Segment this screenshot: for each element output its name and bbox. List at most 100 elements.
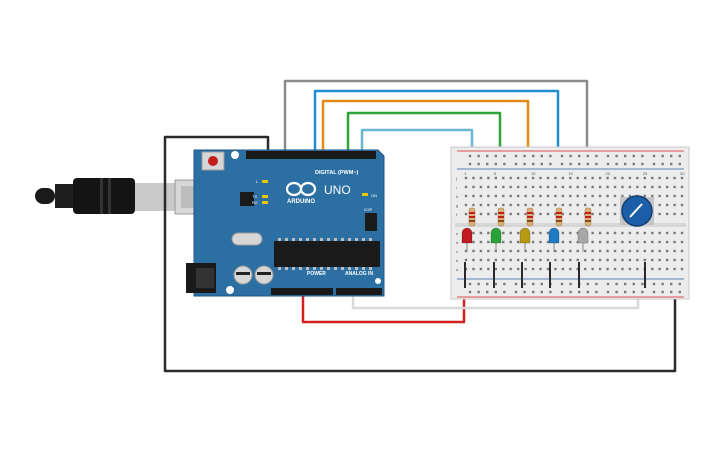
breadboard-hole[interactable] (502, 267, 505, 271)
breadboard-hole[interactable] (509, 176, 512, 180)
breadboard-hole[interactable] (532, 162, 535, 166)
breadboard-hole[interactable] (665, 185, 669, 189)
breadboard-hole[interactable] (651, 258, 654, 262)
breadboard-hole[interactable] (673, 240, 676, 244)
breadboard-hole[interactable] (628, 249, 632, 253)
breadboard-hole[interactable] (621, 194, 624, 198)
analog-header[interactable] (336, 288, 382, 295)
breadboard-hole[interactable] (643, 231, 646, 235)
breadboard-hole[interactable] (516, 258, 520, 262)
breadboard-hole[interactable] (561, 258, 565, 262)
breadboard-hole[interactable] (576, 185, 579, 189)
breadboard-hole[interactable] (546, 212, 550, 216)
breadboard-hole[interactable] (606, 282, 610, 286)
led-dome[interactable] (519, 227, 531, 244)
breadboard-hole[interactable] (606, 258, 609, 262)
breadboard-hole[interactable] (578, 290, 581, 294)
breadboard-hole[interactable] (516, 176, 520, 180)
breadboard-hole[interactable] (680, 267, 684, 271)
breadboard-hole[interactable] (503, 290, 506, 294)
breadboard-hole[interactable] (502, 249, 505, 253)
breadboard-hole[interactable] (546, 249, 550, 253)
breadboard-hole[interactable] (486, 282, 489, 286)
breadboard-hole[interactable] (487, 212, 490, 216)
breadboard-hole[interactable] (479, 249, 483, 253)
breadboard-hole[interactable] (661, 162, 664, 166)
breadboard-hole[interactable] (658, 185, 661, 189)
breadboard-hole[interactable] (569, 176, 572, 180)
breadboard-hole[interactable] (487, 185, 490, 189)
breadboard-hole[interactable] (606, 231, 609, 235)
breadboard-hole[interactable] (472, 203, 475, 207)
breadboard-hole[interactable] (546, 176, 550, 180)
usb-cable[interactable] (35, 178, 222, 215)
breadboard-hole[interactable] (643, 249, 646, 253)
breadboard-hole[interactable] (516, 194, 520, 198)
breadboard-hole[interactable] (502, 258, 505, 262)
breadboard-hole[interactable] (486, 162, 489, 166)
breadboard-hole[interactable] (569, 162, 572, 166)
breadboard-hole[interactable] (487, 240, 490, 244)
breadboard-hole[interactable] (468, 290, 472, 294)
breadboard-hole[interactable] (569, 290, 572, 294)
breadboard-hole[interactable] (584, 258, 587, 262)
breadboard-hole[interactable] (621, 231, 624, 235)
breadboard-hole[interactable] (576, 194, 579, 198)
breadboard-hole[interactable] (595, 282, 598, 286)
breadboard-hole[interactable] (613, 212, 617, 216)
breadboard-hole[interactable] (503, 282, 506, 286)
breadboard-hole[interactable] (516, 249, 520, 253)
breadboard-hole[interactable] (658, 249, 661, 253)
breadboard-hole[interactable] (584, 194, 587, 198)
breadboard-hole[interactable] (598, 194, 602, 198)
breadboard-hole[interactable] (576, 212, 579, 216)
breadboard-hole[interactable] (641, 154, 644, 158)
led-blue[interactable] (548, 227, 560, 252)
breadboard-hole[interactable] (516, 231, 520, 235)
breadboard-hole[interactable] (652, 290, 656, 294)
breadboard-hole[interactable] (651, 240, 654, 244)
breadboard-hole[interactable] (591, 231, 594, 235)
breadboard-hole[interactable] (554, 185, 557, 189)
breadboard-hole[interactable] (665, 240, 669, 244)
breadboard-hole[interactable] (464, 249, 468, 253)
breadboard-hole[interactable] (673, 258, 676, 262)
breadboard-hole[interactable] (591, 185, 594, 189)
breadboard-hole[interactable] (516, 203, 520, 207)
breadboard-hole[interactable] (673, 267, 676, 271)
breadboard-hole[interactable] (561, 249, 565, 253)
breadboard-hole[interactable] (673, 203, 676, 207)
breadboard-hole[interactable] (472, 231, 475, 235)
potentiometer-knob-icon[interactable] (621, 195, 653, 227)
breadboard-hole[interactable] (628, 240, 632, 244)
breadboard-hole[interactable] (643, 176, 646, 180)
breadboard-hole[interactable] (628, 176, 632, 180)
breadboard-hole[interactable] (673, 249, 676, 253)
breadboard-hole[interactable] (531, 249, 535, 253)
breadboard-hole[interactable] (514, 290, 518, 294)
breadboard-hole[interactable] (636, 185, 639, 189)
breadboard-hole[interactable] (643, 194, 646, 198)
breadboard-hole[interactable] (658, 267, 661, 271)
breadboard-hole[interactable] (569, 185, 572, 189)
breadboard-hole[interactable] (479, 203, 483, 207)
breadboard-hole[interactable] (680, 249, 684, 253)
breadboard-hole[interactable] (598, 267, 602, 271)
breadboard-hole[interactable] (665, 212, 669, 216)
breadboard-hole[interactable] (494, 176, 497, 180)
breadboard-hole[interactable] (591, 258, 594, 262)
breadboard-hole[interactable] (673, 185, 676, 189)
breadboard-hole[interactable] (628, 258, 632, 262)
breadboard-hole[interactable] (569, 194, 572, 198)
breadboard-hole[interactable] (613, 267, 617, 271)
breadboard-hole[interactable] (494, 282, 497, 286)
breadboard-hole[interactable] (502, 194, 505, 198)
breadboard-hole[interactable] (509, 267, 512, 271)
breadboard-hole[interactable] (576, 258, 579, 262)
breadboard-hole[interactable] (673, 176, 676, 180)
breadboard-hole[interactable] (576, 231, 579, 235)
breadboard-hole[interactable] (569, 282, 572, 286)
breadboard-hole[interactable] (479, 185, 483, 189)
breadboard-hole[interactable] (554, 203, 557, 207)
breadboard-hole[interactable] (665, 176, 669, 180)
